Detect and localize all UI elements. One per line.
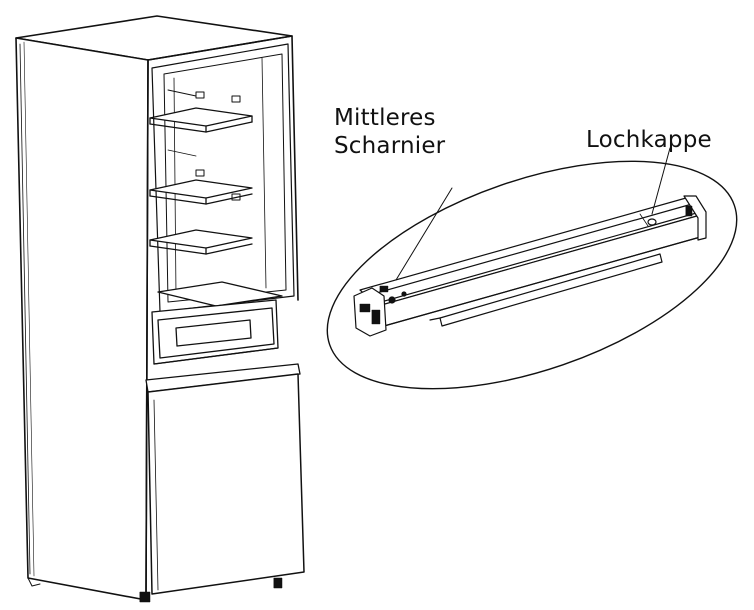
crisper-drawer xyxy=(152,300,278,364)
leader-line-hole-cap xyxy=(652,148,670,214)
label-middle-hinge-line1: Mittleres xyxy=(334,105,436,131)
fridge-left-side xyxy=(16,38,148,600)
refrigerator-illustration xyxy=(16,16,304,602)
label-hole-cap: Lochkappe xyxy=(586,127,712,153)
label-middle-hinge-line2: Scharnier xyxy=(334,133,446,159)
middle-hinge-detail xyxy=(354,196,706,336)
freezer-door xyxy=(148,374,304,594)
fridge-shelves xyxy=(150,108,252,254)
leader-line-middle-hinge xyxy=(396,188,452,280)
label-middle-hinge: Mittleres Scharnier xyxy=(334,104,445,160)
detail-callout-ellipse xyxy=(299,116,754,435)
hole-cap-detail xyxy=(648,219,656,225)
